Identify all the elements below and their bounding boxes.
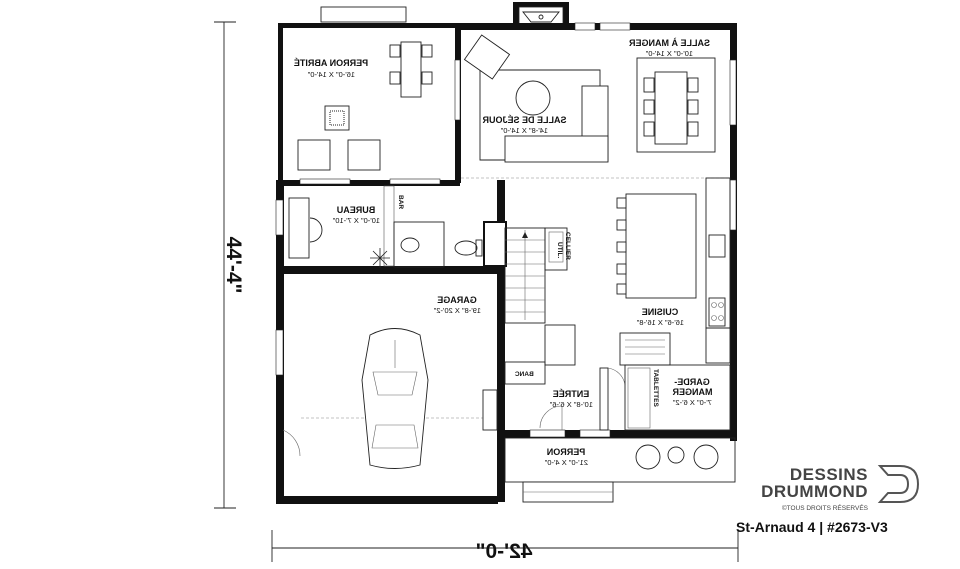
room-name-garde-manger-2: MANGER [672,387,712,397]
coffee-table [515,80,551,116]
armchair [463,34,511,80]
windows [275,22,737,438]
label-cellier: CELLIER [564,232,571,260]
room-dims-garage: 19'-8" X 20'-2" [433,306,481,315]
room-dims-garde-manger: 7'-0" X 6'-2" [672,398,711,407]
room-name-perron: PERRON [547,447,586,457]
porch-chair-round [693,444,719,470]
room-name-entree: ENTRÉE [553,389,590,399]
covered-porch-furniture [297,41,433,171]
brand-logo: DESSINS DRUMMOND ©TOUS DROITS RÉSERVÉS [761,465,920,512]
firepit-icon [324,105,350,131]
room-dims-perron: 21'-0" X 4'-0" [544,458,588,467]
room-dims-bureau: 10'-0" X 7'-10" [332,216,380,225]
label-banc: BANC [515,371,534,378]
powder-room [393,221,445,268]
overall-width-label: 42'-0" [476,540,533,563]
porch-chair [347,139,381,171]
room-name-salle-de-sejour: SALLE DE SÉJOUR [482,115,567,125]
porch-chair [297,139,331,171]
staircase [504,227,576,366]
plant-icon [370,248,390,268]
room-dims-salle-de-sejour: 14'-8" X 14'-0" [500,126,548,135]
room-dims-entree: 10'-8" X 6'-6" [549,400,593,409]
kitchen-island [625,193,697,299]
porch-chair-round [635,444,661,470]
room-name-cuisine: CUISINE [642,307,679,317]
kitchen-counters [616,177,731,364]
drummond-d-icon [877,465,920,503]
room-name-garde-manger-1: GARDE- [674,377,710,387]
living-room-furniture [463,34,609,163]
room-name-perron-abrite: PERRON ABRITÉ [294,58,368,68]
overall-depth-label: 44'-4" [222,237,245,294]
room-name-salle-a-manger: SALLE À MANGER [629,38,711,48]
garage-side-door [282,429,301,457]
brand-rights: ©TOUS DROITS RÉSERVÉS [782,503,869,512]
room-dims-salle-a-manger: 10'-0" X 14'-0" [645,49,693,58]
label-bar: BAR [397,195,404,209]
room-name-garage: GARAGE [437,295,477,305]
front-porch [504,437,736,503]
room-dims-cuisine: 16'-6" X 16'-8" [636,318,684,327]
sink-icon [400,237,420,253]
dining-table [654,71,688,145]
stove-icon [708,297,726,327]
brand-line2: DRUMMOND [761,482,868,501]
label-tablettes: TABLETTES [652,369,659,407]
pantry [619,332,731,431]
covered-porch-step [320,6,407,23]
plan-reference: St-Arnaud 4 | #2673-V3 [736,519,888,535]
closet-wall [383,185,395,267]
label-util: UTIL. [556,242,563,258]
room-name-bureau: BUREAU [337,205,376,215]
car-icon [361,328,429,469]
fridge-icon [705,327,731,364]
entry-bench [504,361,546,385]
room-labels: PERRON ABRITÉ 16'-0" X 14'-0" SALLE À MA… [294,38,713,467]
fireplace-icon [522,11,560,23]
brand-line1: DESSINS [790,465,868,484]
dimension-lines [214,21,739,562]
room-dims-perron-abrite: 16'-0" X 14'-0" [307,70,355,79]
toilet-icon [454,240,478,256]
porch-table [400,41,422,98]
office-desk [288,197,310,259]
front-door-swing [539,405,563,429]
kitchen-sink-icon [708,234,726,258]
dining-set [636,57,716,153]
